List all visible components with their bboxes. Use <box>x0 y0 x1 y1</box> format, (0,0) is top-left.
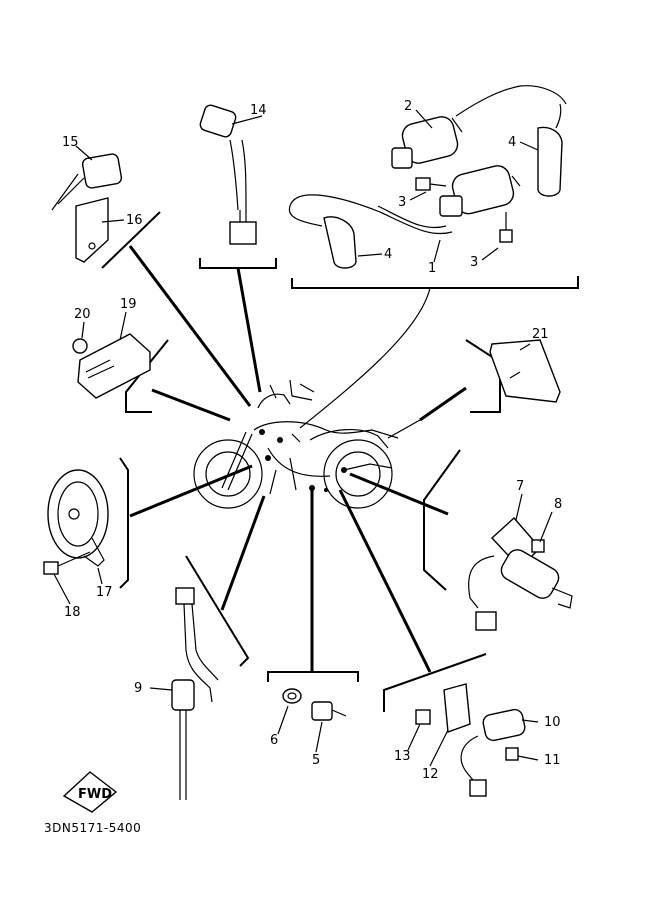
callout-numbers: 1 2 3 3 4 4 5 6 7 8 9 10 11 12 13 14 15 … <box>62 99 562 782</box>
callout-11: 11 <box>544 753 561 768</box>
horn-17 <box>47 469 109 567</box>
callout-12: 12 <box>422 767 439 782</box>
callout-9: 9 <box>134 681 142 696</box>
relay-10 <box>460 708 526 797</box>
callout-17: 17 <box>96 585 113 600</box>
callout-15: 15 <box>62 135 79 150</box>
diagram-code: 3DN5171-5400 <box>44 821 141 835</box>
bolt-13 <box>415 709 431 725</box>
nut-20 <box>72 338 88 354</box>
fwd-arrow-icon: FWD <box>62 771 118 813</box>
bracket-16 <box>75 197 109 263</box>
motorcycle-outline <box>193 379 399 509</box>
ignition-coil-2 <box>391 85 567 169</box>
switch-9 <box>171 587 219 800</box>
bolt-18 <box>43 551 91 575</box>
callout-3b: 3 <box>470 255 478 270</box>
callout-4b: 4 <box>384 247 392 262</box>
callout-16: 16 <box>126 213 143 228</box>
callout-3a: 3 <box>398 195 406 210</box>
callout-2: 2 <box>404 99 412 114</box>
screw-8 <box>531 539 545 553</box>
callout-10: 10 <box>544 715 561 730</box>
fwd-label: FWD <box>78 787 112 802</box>
reflector-19 <box>77 333 151 399</box>
callout-5: 5 <box>312 753 320 768</box>
group-brackets <box>101 211 579 712</box>
high-tension-cord <box>288 194 453 235</box>
callout-20: 20 <box>74 307 91 322</box>
callout-18: 18 <box>64 605 81 620</box>
callout-8: 8 <box>554 497 562 512</box>
washer-6 <box>282 688 302 704</box>
neutral-switch-14 <box>199 104 257 245</box>
bolt-3-coil-2 <box>415 177 447 191</box>
screw-11 <box>505 747 519 761</box>
plug-cap-4-left <box>323 216 357 269</box>
bulb-socket-15 <box>51 153 123 211</box>
callout-6: 6 <box>270 733 278 748</box>
callout-21: 21 <box>532 327 549 342</box>
callout-13: 13 <box>394 749 411 764</box>
callout-ticks <box>53 109 553 767</box>
leader-lines <box>128 245 467 673</box>
callout-14: 14 <box>250 103 267 118</box>
callout-19: 19 <box>120 297 137 312</box>
reflector-21 <box>489 339 561 403</box>
main-switch-7 <box>468 516 573 631</box>
callout-4a: 4 <box>508 135 516 150</box>
plug-cap-4-right <box>537 103 563 197</box>
bolt-5 <box>311 701 347 721</box>
bracket-12 <box>443 683 471 733</box>
callout-1: 1 <box>428 261 436 276</box>
ignition-coil-1 <box>439 165 521 217</box>
callout-7: 7 <box>516 479 524 494</box>
bolt-3-coil-1 <box>499 212 513 243</box>
